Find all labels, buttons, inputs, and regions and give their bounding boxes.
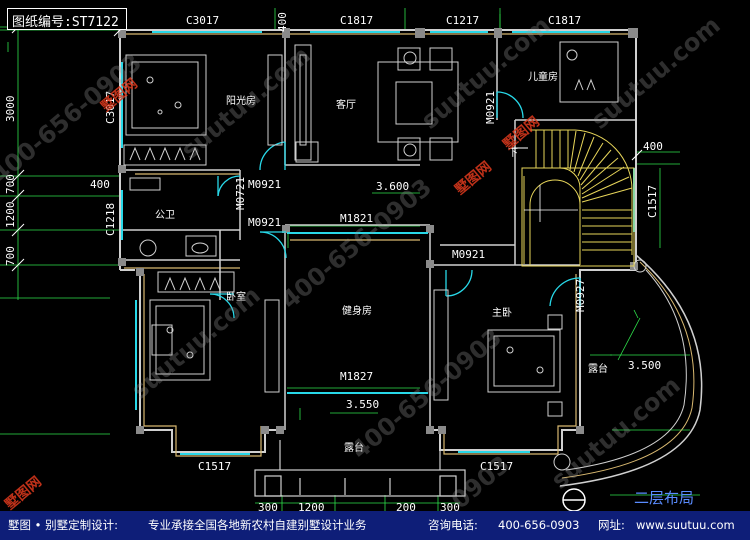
footer-url[interactable]: www.suutuu.com: [636, 518, 735, 532]
elevation-3600: 3.600: [376, 180, 409, 193]
floor-plan: 下: [0, 8, 726, 512]
door-m0921-a: M0921: [248, 178, 281, 191]
dim-bottom-1200: 1200: [298, 501, 325, 512]
svg-text:墅图网: 墅图网: [452, 158, 495, 198]
footer-url-label: 网址:: [598, 518, 625, 532]
window-c3017-side: C3017: [104, 91, 117, 124]
dim-left-700a: 700: [4, 174, 17, 194]
footer-phone-label: 咨询电话:: [428, 518, 478, 532]
furniture: [123, 41, 619, 417]
door-m1821: M1821: [340, 212, 373, 225]
dim-top-400: 400: [276, 12, 289, 32]
curved-balcony: [553, 254, 703, 487]
window-c1817-right: C1817: [548, 14, 581, 27]
drawing-number-box: 图纸编号:ST7122: [7, 8, 127, 30]
watermarks: suutuu.com 400-656-0903 suutuu.com 400-6…: [0, 11, 726, 512]
room-bedroom: 卧室: [226, 290, 246, 303]
svg-text:400-656-0903: 400-656-0903: [276, 173, 437, 315]
window-c1217: C1217: [446, 14, 479, 27]
dim-bottom-200: 200: [396, 501, 416, 512]
dim-left-700b: 700: [4, 246, 17, 266]
drawing-number: 图纸编号:ST7122: [12, 15, 119, 30]
door-m0721: M0721: [234, 177, 247, 210]
footer-bar: 墅图 • 别墅定制设计: 专业承接全国各地新农村自建别墅设计业务 咨询电话: 4…: [0, 511, 750, 540]
room-sunroom: 阳光房: [226, 94, 256, 107]
svg-text:墅图网: 墅图网: [2, 473, 45, 512]
window-c1517-bottom-right: C1517: [480, 460, 513, 473]
door-m0921-d: M0921: [484, 91, 497, 124]
window-c1517-bottom-left: C1517: [198, 460, 231, 473]
terrace-rails: [254, 440, 466, 497]
window-c1817-mid: C1817: [340, 14, 373, 27]
window-c1218: C1218: [104, 203, 117, 236]
elevation-3550: 3.550: [346, 398, 379, 411]
elevation-3500: 3.500: [628, 359, 661, 372]
door-m0921-c: M0921: [452, 248, 485, 261]
floor-label: 二层布局: [634, 489, 695, 507]
windows: [121, 31, 635, 455]
doors: [209, 91, 581, 319]
window-c3017-top: C3017: [186, 14, 219, 27]
dim-bottom-300a: 300: [258, 501, 278, 512]
room-terrace-right: 露台: [588, 362, 608, 375]
window-c1517-right: C1517: [646, 185, 659, 218]
footer-phone[interactable]: 400-656-0903: [498, 518, 580, 532]
dim-left-3000: 3000: [4, 96, 17, 123]
room-kids: 儿童房: [528, 70, 558, 83]
room-master: 主卧: [492, 306, 512, 319]
door-m0921-b: M0921: [248, 216, 281, 229]
footer-service: 专业承接全国各地新农村自建别墅设计业务: [148, 518, 367, 532]
axis-lines: [0, 8, 700, 512]
room-terrace-left: 露台: [344, 441, 364, 454]
room-gym: 健身房: [342, 304, 372, 317]
footer-brand: 墅图 • 别墅定制设计:: [8, 518, 118, 532]
door-m1827: M1827: [340, 370, 373, 383]
dim-mid-400: 400: [90, 178, 110, 191]
door-m0927: M0927: [574, 279, 587, 312]
dim-left-1200: 1200: [4, 202, 17, 229]
dim-right-400: 400: [643, 140, 663, 153]
stair-down-label: 下: [508, 148, 518, 159]
room-bath: 公卫: [155, 210, 175, 221]
room-living: 客厅: [336, 98, 356, 111]
staircase: [521, 129, 635, 267]
dim-bottom-300b: 300: [440, 501, 460, 512]
